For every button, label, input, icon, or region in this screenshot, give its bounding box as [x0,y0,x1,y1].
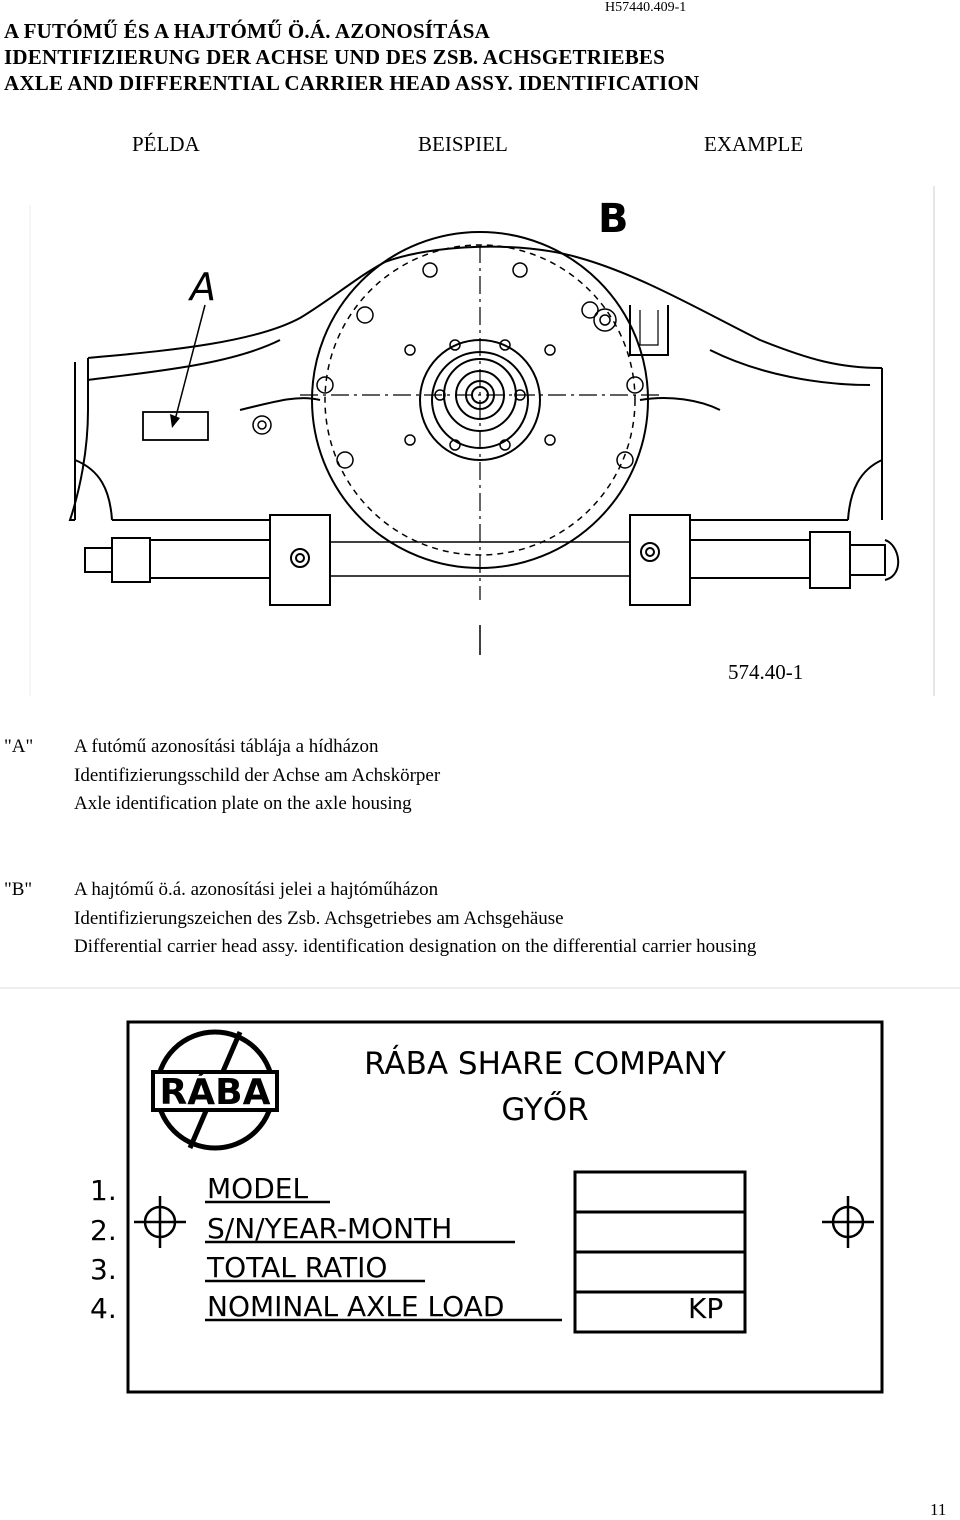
plate-row-num-1: 1. [90,1174,117,1207]
raba-logo: RÁBA [151,1029,279,1151]
plate-row-num-4: 4. [90,1292,117,1325]
example-label-de: BEISPIEL [418,132,508,156]
caption-key-b: "B" [4,879,33,900]
marker-a: A [187,265,216,309]
plate-company: RÁBA SHARE COMPANY [364,1046,726,1082]
example-label-hu: PÉLDA [132,132,200,156]
caption-b-line-de: Identifizierungszeichen des Zsb. Achsget… [74,907,564,929]
caption-b: A hajtómű ö.á. azonosítási jelei a hajtó… [74,876,756,962]
plate-row-label-4: NOMINAL AXLE LOAD [207,1290,504,1323]
marker-b: B [598,196,629,242]
logo-text: RÁBA [160,1071,271,1113]
title-line-hu: A FUTÓMŰ ÉS A HAJTÓMŰ Ö.Á. AZONOSÍTÁSA [4,19,491,43]
plate-row-label-3: TOTAL RATIO [206,1251,387,1284]
plate-row-unit-4: KP [688,1292,723,1325]
caption-a-line-en: Axle identification plate on the axle ho… [74,793,412,814]
caption-a-line-hu: A futómű azonosítási táblája a hídházon [74,736,379,757]
plate-row-label-1: MODEL [207,1172,308,1205]
caption-b-line-hu: A hajtómű ö.á. azonosítási jelei a hajtó… [74,879,439,900]
plate-row-num-3: 3. [90,1253,117,1286]
title-line-en: AXLE AND DIFFERENTIAL CARRIER HEAD ASSY.… [4,71,700,95]
doc-title: A FUTÓMŰ ÉS A HAJTÓMŰ Ö.Á. AZONOSÍTÁSA I… [4,18,699,96]
identification-plate: RÁBA RÁBA SHARE COMPANY GYŐR 1. 2. 3. 4.… [0,987,960,1394]
drawing-ref-code: 574.40-1 [728,660,804,684]
doc-id: H57440.409-1 [605,0,687,15]
rivet-left-icon [134,1196,186,1248]
title-line-de: IDENTIFIZIERUNG DER ACHSE UND DES ZSB. A… [4,45,665,69]
plate-row-label-2: S/N/YEAR-MONTH [207,1212,452,1245]
rivet-right-icon [822,1196,874,1248]
axle-housing-drawing: A B [29,186,935,696]
caption-b-line-en: Differential carrier head assy. identifi… [74,936,757,957]
caption-a-line-de: Identifizierungsschild der Achse am Achs… [74,764,441,786]
example-label-en: EXAMPLE [704,132,804,156]
page-number: 11 [930,1500,947,1519]
caption-key-a: "A" [4,736,34,757]
caption-a: A futómű azonosítási táblája a hídházon … [74,733,440,819]
plate-city: GYŐR [501,1091,588,1128]
plate-row-num-2: 2. [90,1214,117,1247]
